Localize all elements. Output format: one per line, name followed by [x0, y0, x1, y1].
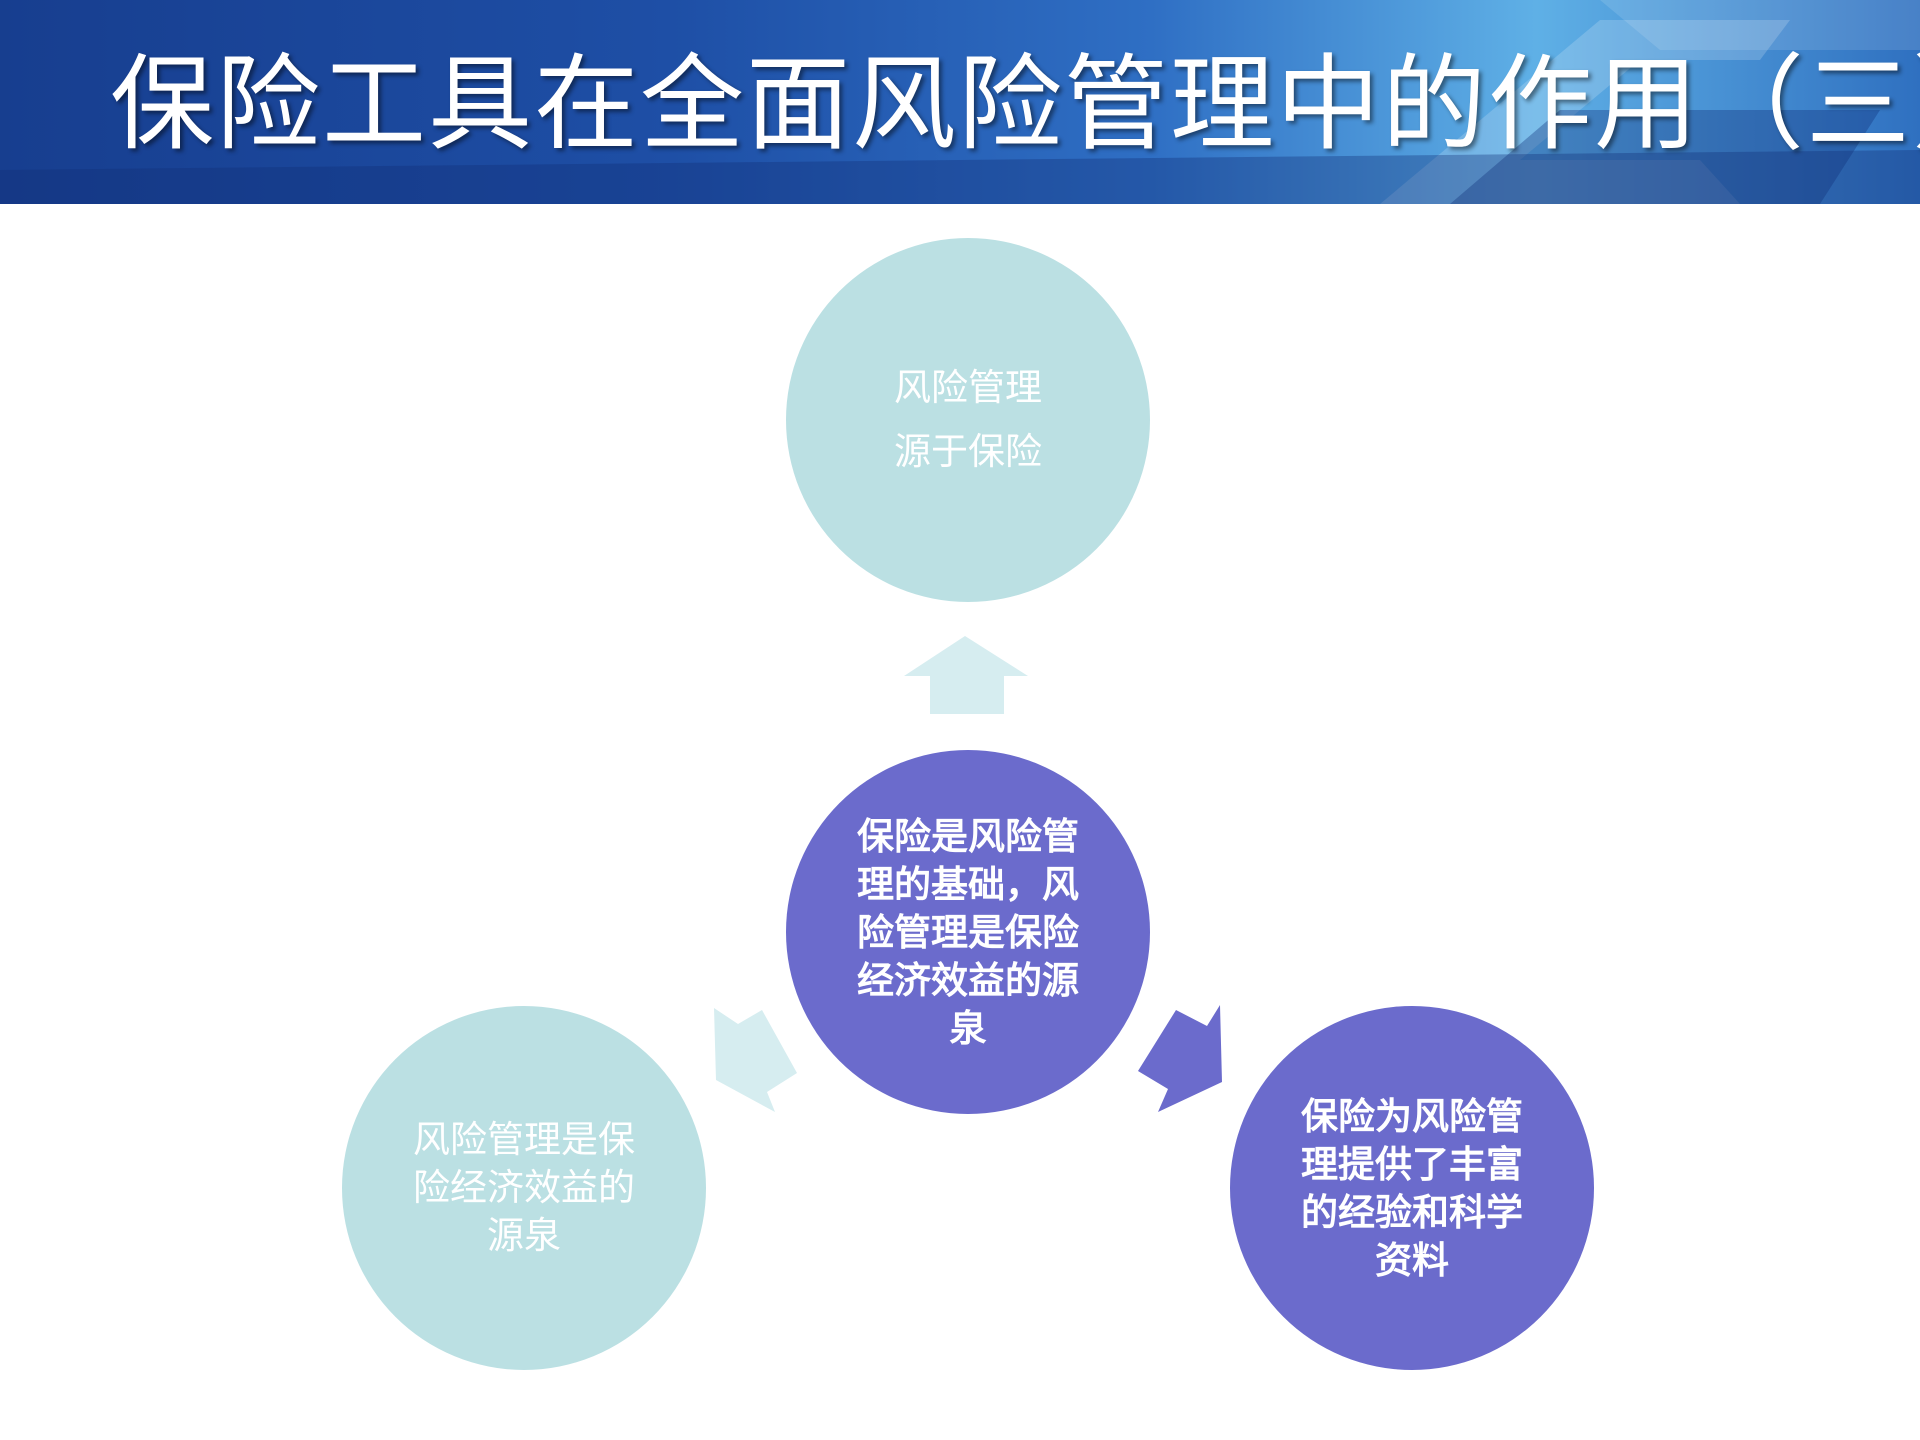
node-top-text: 风险管理 源于保险 — [878, 356, 1058, 484]
node-top: 风险管理 源于保险 — [786, 238, 1150, 602]
node-center-text: 保险是风险管理的基础，风险管理是保险经济效益的源泉 — [857, 814, 1079, 1050]
node-right: 保险为风险管理提供了丰富的经验和科学资料 — [1230, 1006, 1594, 1370]
arrow-up — [904, 636, 1028, 714]
banner-decoration — [0, 0, 1920, 204]
node-center: 保险是风险管理的基础，风险管理是保险经济效益的源泉 — [786, 750, 1150, 1114]
node-left-text: 风险管理是保险经济效益的源泉 — [413, 1118, 635, 1257]
slide-title: 保险工具在全面风险管理中的作用（三） — [110, 43, 1920, 165]
node-top-line1: 风险管理 — [894, 366, 1042, 409]
arrow-lower-left — [714, 1008, 797, 1112]
arrow-lower-right — [1138, 1005, 1222, 1112]
node-right-text: 保险为风险管理提供了丰富的经验和科学资料 — [1301, 1094, 1523, 1282]
node-left: 风险管理是保险经济效益的源泉 — [342, 1006, 706, 1370]
title-banner: 保险工具在全面风险管理中的作用（三） — [0, 0, 1920, 204]
node-top-line2: 源于保险 — [894, 430, 1042, 473]
